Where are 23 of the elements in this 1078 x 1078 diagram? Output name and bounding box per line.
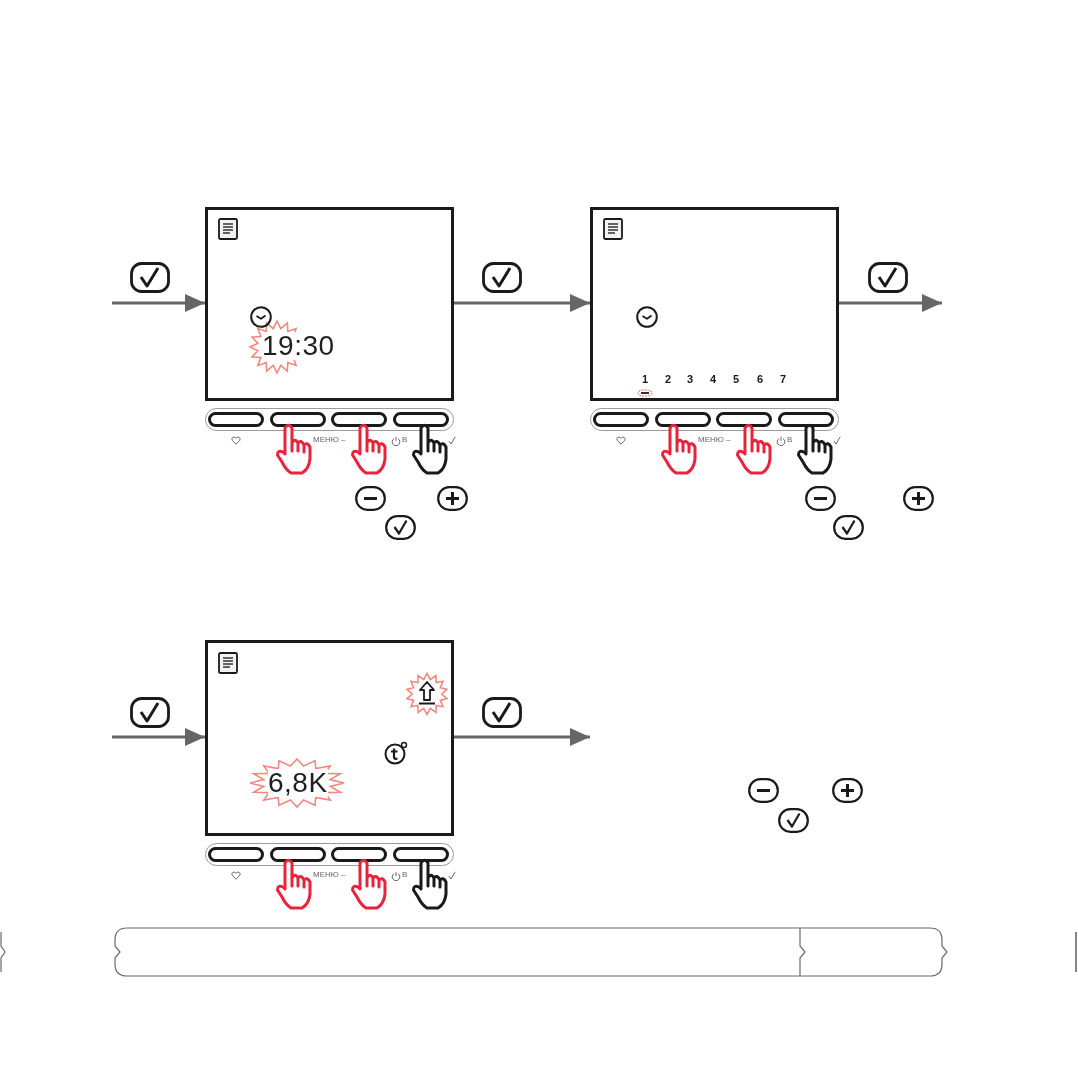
button-caption: МЕНЮ – bbox=[698, 436, 731, 444]
day-number: 2 bbox=[664, 374, 672, 385]
button-caption: В bbox=[402, 871, 408, 879]
display-digits: 19:30 bbox=[262, 332, 335, 360]
arrow bbox=[112, 294, 205, 312]
arrow bbox=[454, 294, 590, 312]
arrow bbox=[112, 728, 205, 746]
button-caption: В bbox=[787, 436, 793, 444]
display-digits: 6,8K bbox=[268, 769, 328, 797]
button-caption: МЕНЮ – bbox=[313, 871, 346, 879]
button-caption: В bbox=[402, 436, 408, 444]
day-number: 4 bbox=[709, 374, 717, 385]
arrow bbox=[454, 728, 590, 746]
arrow bbox=[839, 294, 942, 312]
day-number: 1 bbox=[641, 374, 649, 385]
display-screen bbox=[205, 640, 454, 836]
day-number: 5 bbox=[732, 374, 740, 385]
day-number: 7 bbox=[779, 374, 787, 385]
day-number: 6 bbox=[756, 374, 764, 385]
display-screen bbox=[590, 207, 839, 401]
display-screen bbox=[205, 207, 454, 401]
day-number: 3 bbox=[686, 374, 694, 385]
button-caption: МЕНЮ – bbox=[313, 436, 346, 444]
